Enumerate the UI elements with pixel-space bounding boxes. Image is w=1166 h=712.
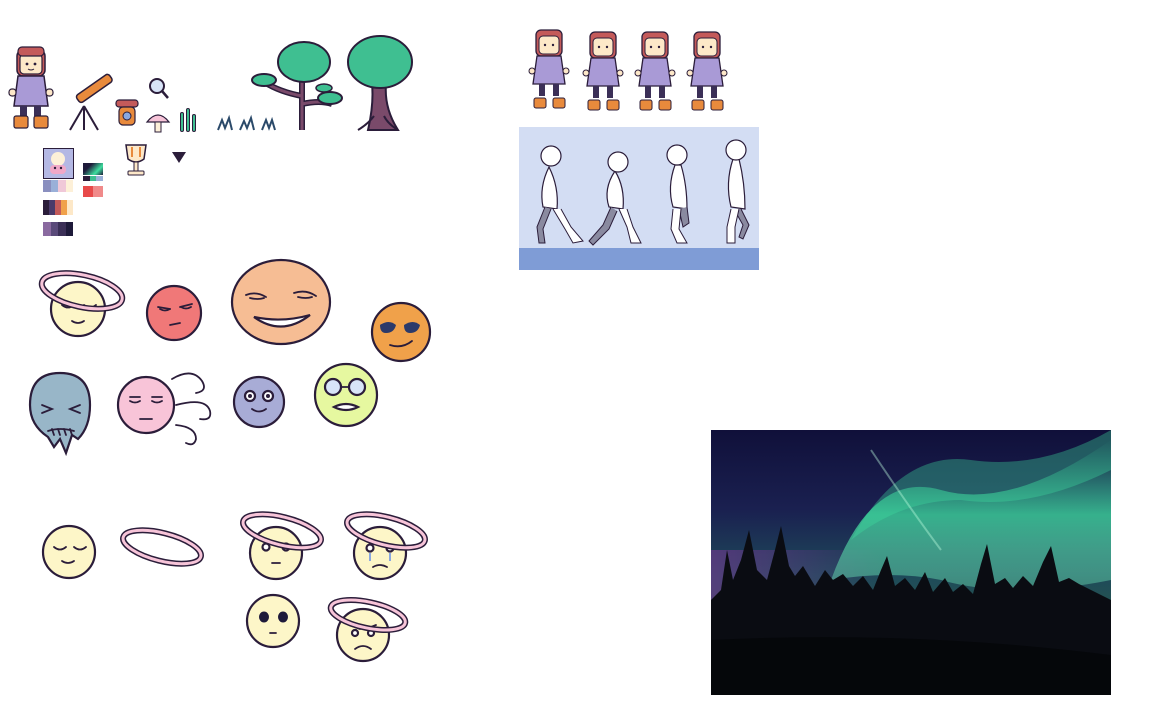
- face-orange-sunglasses: [370, 301, 432, 363]
- face-blue-ghost: [28, 371, 92, 457]
- face-pink-wind: [116, 372, 212, 446]
- faces-sheet: .ol { stroke:#2b1d3a; stroke-width:2.2; …: [0, 255, 440, 675]
- aurora-borealis-photo: [711, 430, 1111, 695]
- lantern-icon: [115, 99, 139, 126]
- aurora-thumbnail-icon: [83, 163, 103, 175]
- swatch-row-4: [43, 200, 73, 215]
- big-tree-icon: [347, 35, 413, 131]
- walk-frame-1: [528, 29, 570, 109]
- walk-cycle-panel: [519, 127, 759, 270]
- swatch-row-3: [83, 186, 103, 197]
- face-halo-angry: [327, 597, 409, 663]
- walk-frame-2: [582, 31, 624, 111]
- telescope-icon: [69, 73, 113, 131]
- face-halo-surprised: [240, 511, 324, 581]
- face-halo-crying: [344, 511, 428, 581]
- ground-strip: [519, 248, 759, 270]
- face-peach-grin: [230, 258, 332, 346]
- swatch-row-2: [83, 176, 104, 181]
- magnifier-icon: [149, 78, 169, 99]
- grass-icon: [217, 114, 276, 131]
- swatch-row-5: [43, 222, 73, 236]
- face-halo-sleepy: [38, 270, 126, 338]
- walk-frame-4: [686, 31, 728, 111]
- face-lavender-smile: [232, 375, 286, 429]
- stick-frame-2: [588, 151, 642, 246]
- player-character-icon: [8, 46, 54, 129]
- face-cream-sleepy: [41, 524, 97, 580]
- face-cream-blank: [245, 593, 301, 649]
- sprout-icon: [180, 108, 196, 132]
- stick-frame-3: [666, 144, 690, 244]
- bonsai-tree-icon: [251, 41, 343, 130]
- down-triangle-icon: [172, 152, 186, 163]
- face-lime-glasses: [313, 362, 379, 428]
- stick-frame-1: [536, 145, 584, 244]
- walk-cycle-sprites: [520, 24, 740, 116]
- goblet-icon: [124, 143, 148, 177]
- face-red-annoyed: [145, 284, 203, 342]
- walk-frame-3: [634, 31, 676, 111]
- stick-frame-4: [725, 139, 750, 244]
- portrait-thumbnail-icon: [43, 148, 74, 179]
- halo-only: [120, 527, 204, 567]
- sprite-strip: [0, 30, 420, 135]
- mushroom-icon: [145, 114, 171, 133]
- swatch-row-1: [43, 180, 73, 192]
